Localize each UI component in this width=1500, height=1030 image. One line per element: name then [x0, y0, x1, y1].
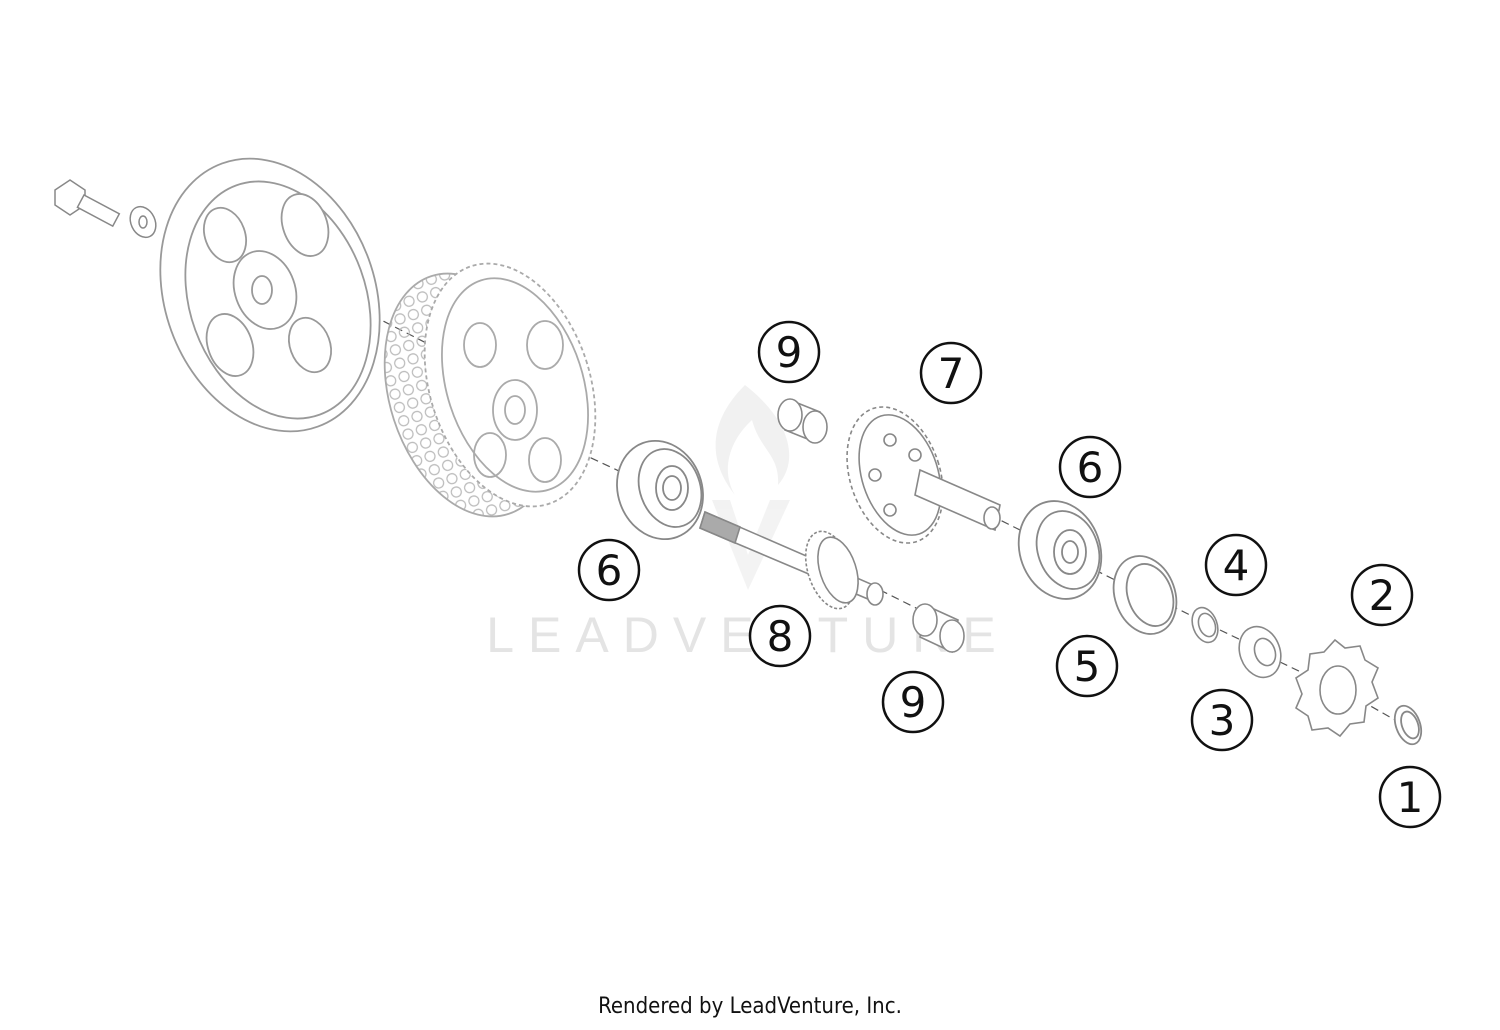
- oil-seal: [1112, 555, 1178, 635]
- circlip: [1393, 704, 1423, 746]
- callout-2: 2: [1350, 563, 1414, 627]
- callout-9-upper: 9: [757, 320, 821, 384]
- svg-text:5: 5: [1074, 642, 1101, 691]
- svg-text:9: 9: [900, 678, 927, 727]
- callout-4: 4: [1204, 533, 1268, 597]
- pinion-shaft: [699, 510, 884, 610]
- callout-7: 7: [919, 341, 983, 405]
- callout-6-left: 6: [577, 538, 641, 602]
- svg-text:6: 6: [1077, 443, 1104, 492]
- callout-8: 8: [748, 604, 812, 668]
- callout-3: 3: [1190, 688, 1254, 752]
- lower-bushing: [912, 603, 965, 654]
- svg-text:7: 7: [938, 349, 965, 398]
- bolt-and-washer: [54, 179, 157, 239]
- svg-text:4: 4: [1223, 541, 1250, 590]
- svg-text:6: 6: [596, 546, 623, 595]
- svg-text:9: 9: [776, 328, 803, 377]
- footer-credit: Rendered by LeadVenture, Inc.: [598, 994, 902, 1019]
- drive-sprocket: [1295, 638, 1380, 738]
- callout-9-lower: 9: [881, 670, 945, 734]
- callout-1: 1: [1378, 765, 1442, 829]
- callout-5: 5: [1055, 634, 1119, 698]
- o-ring: [1191, 606, 1219, 644]
- svg-text:3: 3: [1209, 696, 1236, 745]
- svg-text:8: 8: [767, 612, 794, 661]
- drum-housing: [159, 157, 381, 433]
- callout-6-right: 6: [1058, 435, 1122, 499]
- upper-bushing: [777, 398, 828, 444]
- right-bearing: [1017, 500, 1103, 600]
- left-bearing: [616, 439, 704, 541]
- svg-text:1: 1: [1397, 773, 1424, 822]
- svg-text:2: 2: [1369, 571, 1396, 620]
- spacer-bushing: [1238, 625, 1282, 679]
- large-gear-wheel: [383, 262, 597, 518]
- watermark-text: LEADVENTURE: [486, 607, 1010, 663]
- countershaft-gear: [846, 406, 1001, 544]
